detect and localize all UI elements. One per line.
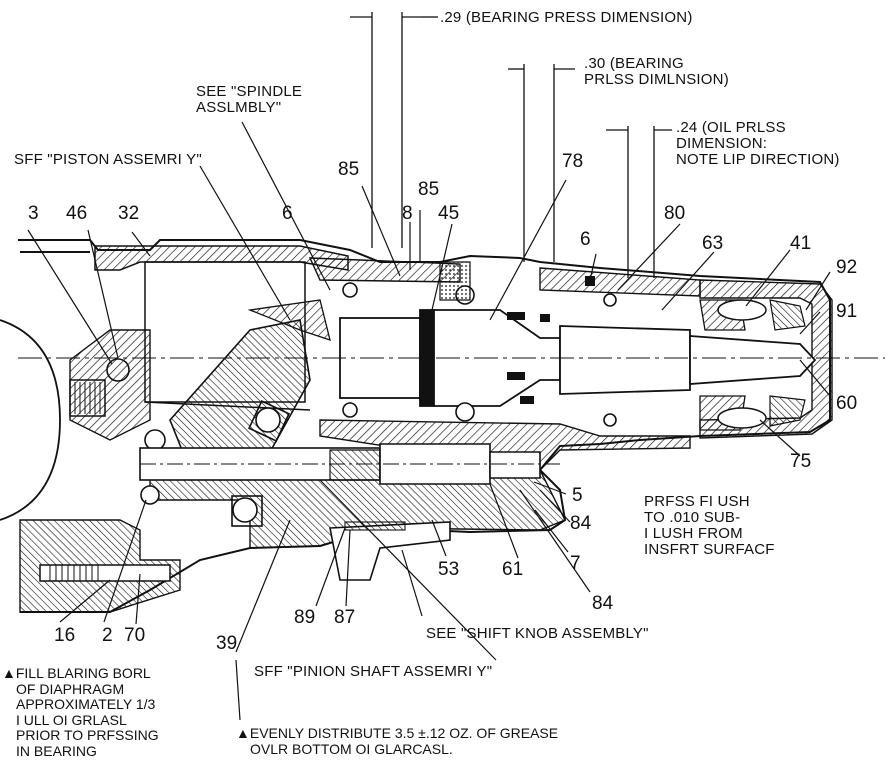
note-fill-bearing-line6: IN BEARING (16, 742, 97, 759)
annotation-see-pinion: SFF "PINION SHAFT ASSEMRI Y" (254, 663, 493, 680)
leader-lines (27, 121, 831, 721)
annotation-oil-press-24-line1: .24 (OIL PRLSS (676, 119, 786, 136)
part-number-5: 5 (572, 485, 583, 506)
part-number-87: 87 (334, 607, 356, 628)
part-number-32: 32 (118, 203, 140, 224)
part-number-70: 70 (124, 625, 146, 646)
annotation-oil-press-24-line2: DIMENSION: (676, 135, 768, 152)
shift-knob (329, 521, 451, 581)
part-number-85-right: 85 (418, 179, 440, 200)
annotation-see-spindle-line2: ASSLMBLY" (196, 99, 282, 116)
part-number-84-lower: 84 (592, 593, 614, 614)
part-number-89: 89 (294, 607, 316, 628)
part-number-61: 61 (502, 559, 524, 580)
motor-arc (0, 319, 61, 521)
note-evenly-distribute: ▲EVENLY DISTRIBUTE 3.5 ±.12 OZ. OF GREAS… (236, 725, 696, 757)
note-fill-bearing-line5: PRIOR TO PRFSSING (16, 727, 159, 743)
part-number-91: 91 (836, 301, 858, 322)
dimension-30 (508, 64, 575, 262)
part-number-60: 60 (836, 393, 858, 414)
note-fill-bearing-line2: OF DIAPHRAGM (16, 680, 125, 697)
note-evenly-line1: EVENLY DISTRIBUTE 3.5 ±.12 OZ. OF GREASE (249, 725, 559, 741)
part-number-84-upper: 84 (570, 513, 592, 534)
spindle-housing-top2 (539, 267, 701, 297)
annotation-see-shift-knob: SEE "SHIFT KNOB ASSEMBLY" (426, 625, 649, 642)
part-number-16: 16 (54, 625, 76, 646)
part-number-92: 92 (836, 257, 858, 278)
part-number-85-left: 85 (338, 159, 360, 180)
note-evenly-line2: OVLR BOTTOM OI GLARCASL. (250, 740, 453, 757)
part-number-6-right: 6 (580, 229, 591, 250)
note-fill-bearing-line3: APPROXIMATELY 1/3 (16, 696, 156, 712)
note-marker-icon: ▲ (236, 725, 250, 741)
note-fill-bearing-line1: FILL BLARING BORL (15, 665, 151, 681)
part-number-7: 7 (570, 553, 581, 574)
note-marker-icon: ▲ (2, 665, 16, 681)
part-number-80: 80 (664, 203, 686, 224)
part-number-46: 46 (66, 203, 88, 224)
note-fill-bearing: ▲FILL BLARING BORL OF DIAPHRAGM APPROXIM… (2, 665, 232, 759)
part-number-41: 41 (790, 233, 812, 254)
annotation-see-piston: SFF "PISTON ASSEMRI Y" (14, 151, 202, 168)
annotation-bearing-press-30-line2: PRLSS DIMLNSION) (584, 71, 729, 88)
dimension-24 (606, 126, 672, 278)
part-number-78: 78 (562, 151, 584, 172)
note-fill-bearing-line4: I ULL OI GRLASL (16, 711, 127, 728)
annotation-press-flush-line3: I LUSH FROM (644, 525, 743, 542)
part-number-6-left: 6 (282, 203, 293, 224)
annotation-press-flush-line4: INSFRT SURFACF (644, 541, 775, 558)
part-number-8: 8 (402, 203, 413, 224)
annotation-oil-press-24-line3: NOTE LIP DIRECTION) (676, 151, 840, 168)
part-number-3: 3 (28, 203, 39, 224)
part-number-45: 45 (438, 203, 460, 224)
annotation-bearing-press-30-line1: .30 (BEARING (584, 55, 684, 72)
annotation-see-spindle-line1: SEE "SPINDLE (196, 83, 303, 100)
part-number-75: 75 (790, 451, 812, 472)
part-number-63: 63 (702, 233, 724, 254)
annotation-press-flush-line1: PRFSS FI USH (644, 493, 750, 510)
part-number-53: 53 (438, 559, 460, 580)
part-number-2: 2 (102, 625, 113, 646)
part-number-39: 39 (216, 633, 238, 654)
annotation-bearing-press-29: .29 (BEARING PRESS DIMENSION) (440, 9, 693, 26)
annotation-press-flush-line2: TO .010 SUB- (644, 509, 741, 526)
dimension-29 (350, 12, 438, 248)
